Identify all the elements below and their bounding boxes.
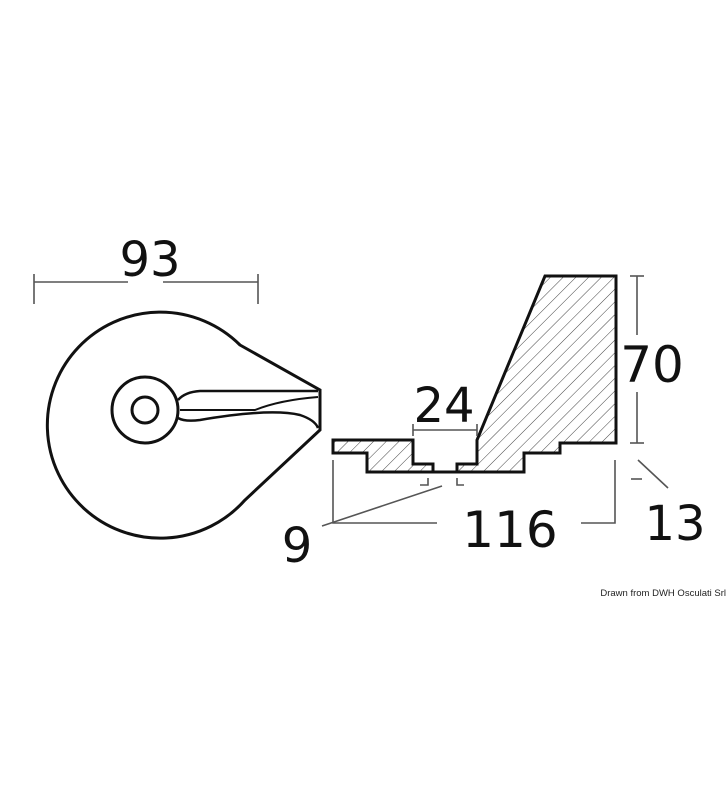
width-label: 93 — [119, 232, 180, 288]
mounting-hole — [130, 395, 160, 425]
slot-depth-label: 9 — [282, 518, 313, 574]
height-label: 70 — [620, 336, 684, 394]
anode-outline — [45, 310, 322, 540]
slot-width-label: 24 — [413, 378, 474, 434]
mounting-hub — [110, 375, 180, 445]
anode-side-section — [331, 274, 618, 474]
fin-middle — [180, 396, 319, 411]
anode-front-view — [45, 310, 322, 540]
dimension-lines — [321, 275, 669, 527]
dimension-93 — [33, 274, 259, 304]
drawing-credit: Drawn from DWH Osculati Srl — [600, 588, 726, 599]
fin-lower — [177, 411, 320, 429]
step-label: 13 — [644, 496, 705, 552]
fin-upper — [177, 389, 318, 401]
length-label: 116 — [462, 501, 557, 559]
